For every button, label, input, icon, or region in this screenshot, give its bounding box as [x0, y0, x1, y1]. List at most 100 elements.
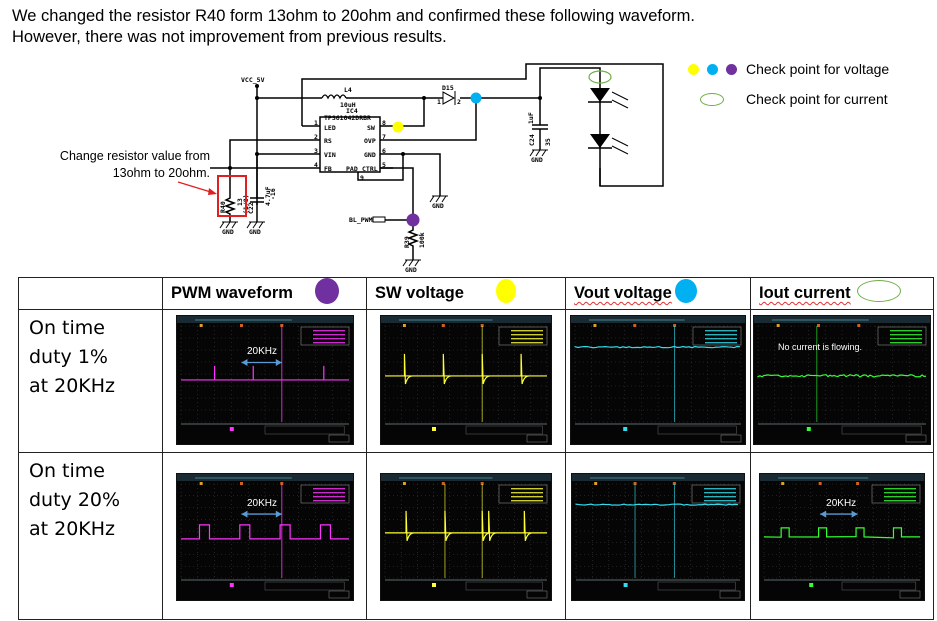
blue-dot-icon — [707, 64, 718, 75]
legend-current: Check point for current — [688, 88, 889, 110]
scope-screen — [572, 474, 744, 600]
scope-annotation: No current is flowing. — [778, 342, 862, 352]
ic-pin-num: 1 — [314, 119, 318, 127]
vcc-label: VCC_5V — [241, 76, 265, 84]
ic-pin-num: 7 — [382, 133, 386, 141]
legend: Check point for voltage Check point for … — [688, 58, 889, 118]
yellow-dot-icon — [688, 64, 699, 75]
r39-ref: R39 — [403, 236, 411, 248]
ic-pin-name: FB — [324, 165, 332, 173]
waveform-trace — [181, 366, 349, 380]
gnd-label: GND — [405, 266, 417, 274]
diode-ref: D15 — [442, 84, 454, 92]
pwm-net-label: BL_PWM — [349, 216, 373, 224]
row-label-line: On time — [29, 457, 162, 486]
row-label-line: On time — [29, 314, 162, 343]
ic-pin-name: SW — [367, 124, 375, 132]
c22-volt: -16 — [269, 188, 277, 200]
scope-vout-duty1 — [570, 315, 746, 445]
header-label: Iout current — [759, 284, 851, 303]
header-cell-empty — [19, 278, 163, 310]
header-cell-pwm: PWM waveform — [163, 278, 367, 310]
waveform-trace — [758, 375, 926, 377]
scope-cell: 20KHz — [163, 310, 367, 453]
c22-ref: C22 — [247, 202, 255, 214]
ic-pin-num: 3 — [314, 147, 318, 155]
checkpoint-pwm-purple — [407, 214, 420, 227]
frequency-annotation: 20KHz — [826, 498, 856, 509]
ic-pad-label: PAD — [346, 165, 358, 173]
scope-screen — [571, 316, 745, 444]
scope-cell — [367, 453, 566, 620]
scope-screen — [177, 474, 353, 600]
gnd-label: GND — [249, 228, 261, 236]
row-label-cell: On time duty 1% at 20KHz — [19, 310, 163, 453]
row-label-line: at 20KHz — [29, 515, 162, 544]
row-label-line: duty 20% — [29, 486, 162, 515]
header-label: PWM waveform — [171, 284, 293, 303]
circuit-schematic: VCC_5V L4 10uH IC4 TPS61042DRBR D15 1 2 … — [0, 0, 937, 280]
ic-pin-num: 2 — [314, 133, 318, 141]
checkpoint-vout-blue — [471, 93, 482, 104]
scope-screen — [760, 474, 924, 600]
scope-pwm-duty20: 20KHz — [176, 473, 354, 601]
row-label-cell: On time duty 20% at 20KHz — [19, 453, 163, 620]
gnd-label: GND — [222, 228, 234, 236]
frequency-annotation: 20KHz — [247, 346, 277, 357]
ic-pin-name: GND — [364, 151, 376, 159]
green-ring-icon — [857, 280, 901, 302]
scope-sw-duty20 — [380, 473, 552, 601]
ic-pin-name: LED — [324, 124, 336, 132]
scope-screen — [754, 316, 930, 444]
c24-value: 1uF — [527, 112, 535, 124]
yellow-dot-icon — [496, 279, 516, 303]
header-label: Vout voltage — [574, 284, 672, 303]
diode-pin1: 1 — [437, 98, 441, 106]
ic-pin-name: RS — [324, 137, 332, 145]
legend-current-label: Check point for current — [746, 91, 888, 107]
c24-ref: C24 — [528, 134, 536, 146]
scope-cell — [566, 453, 751, 620]
table-row: On time duty 1% at 20KHz 20KHz No curren… — [19, 310, 934, 453]
scope-screen — [177, 316, 353, 444]
purple-dot-icon — [726, 64, 737, 75]
waveform-table: PWM waveform SW voltage Vout voltage Iou… — [18, 277, 934, 620]
frequency-annotation: 20KHz — [247, 498, 277, 509]
scope-vout-duty20 — [571, 473, 745, 601]
row-label-line: duty 1% — [29, 343, 162, 372]
header-cell-sw: SW voltage — [367, 278, 566, 310]
green-ring-icon — [700, 93, 724, 106]
header-cell-iout: Iout current — [751, 278, 934, 310]
scope-cell: No current is flowing. — [751, 310, 934, 453]
scope-cell — [367, 310, 566, 453]
checkpoint-sw-yellow — [393, 122, 404, 133]
legend-voltage-label: Check point for voltage — [746, 61, 889, 77]
ic-part: TPS61042DRBR — [324, 114, 371, 122]
scope-iout-duty20: 20KHz — [759, 473, 925, 601]
ic-pin-num: 4 — [314, 161, 318, 169]
scope-pwm-duty1: 20KHz — [176, 315, 354, 445]
c24-volt: 35 — [544, 138, 552, 146]
ic-pin-name: VIN — [324, 151, 336, 159]
ic-pin-num: 8 — [382, 119, 386, 127]
waveform-trace — [575, 347, 740, 348]
scope-iout-duty1: No current is flowing. — [753, 315, 931, 445]
gnd-label: GND — [531, 156, 543, 164]
ic-pin-num: 5 — [382, 161, 386, 169]
scope-cell: 20KHz — [163, 453, 367, 620]
scope-cell — [566, 310, 751, 453]
legend-voltage: Check point for voltage — [688, 58, 889, 80]
ic-pin-name: OVP — [364, 137, 376, 145]
scope-screen — [381, 316, 551, 444]
ic-pin-num: 6 — [382, 147, 386, 155]
note-line-1: Change resistor value from — [20, 148, 210, 165]
purple-dot-icon — [315, 278, 339, 304]
r40-ref: R40 — [219, 201, 227, 213]
scope-cell: 20KHz — [751, 453, 934, 620]
waveform-trace — [576, 504, 738, 505]
r39-value: 100k — [418, 232, 426, 248]
header-label: SW voltage — [375, 284, 464, 303]
note-line-2: 13ohm to 20ohm. — [20, 165, 210, 182]
row-label-line: at 20KHz — [29, 372, 162, 401]
inductor-ref: L4 — [344, 86, 352, 94]
